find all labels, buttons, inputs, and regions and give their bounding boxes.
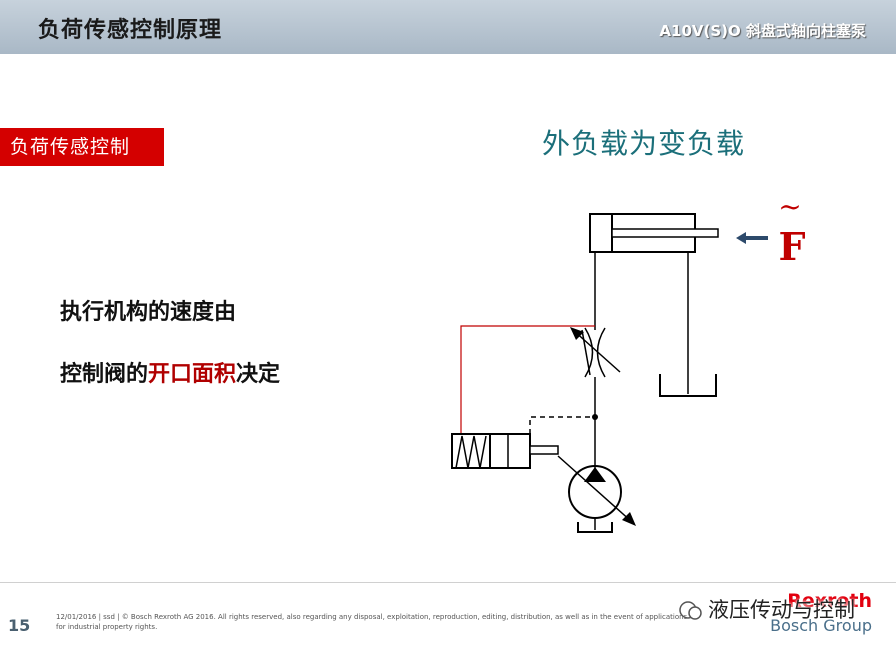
rexroth-logo: Rexroth [787, 590, 872, 612]
force-symbol: F [779, 224, 806, 269]
load-title: 外负载为变负载 [542, 127, 746, 160]
pilot-dashed-line [529, 416, 595, 434]
force-arrow-head [736, 232, 746, 244]
bosch-group-label: Bosch Group [770, 616, 872, 635]
throttle-adjust-arrow [572, 329, 621, 373]
watermark-text: 液压传动与控制 [708, 598, 855, 622]
valve-spring [455, 435, 487, 469]
body-line-1: 执行机构的速度由 [60, 299, 237, 325]
pump-triangle [584, 467, 606, 482]
line2-suffix: 决定 [236, 361, 281, 387]
throttle-arc-left [581, 329, 591, 376]
force-tilde: ~ [778, 190, 801, 223]
wechat-icon [679, 601, 702, 620]
product-name: A10V(S)O 斜盘式轴向柱塞泵 [659, 22, 866, 40]
cylinder-rod [611, 228, 719, 238]
tank-symbol-right [659, 374, 717, 397]
body-line-2: 控制阀的开口面积决定 [60, 356, 280, 388]
header-bar [0, 0, 896, 54]
legal-notice: 12/01/2016 | ssd | © Bosch Rexroth AG 20… [56, 613, 688, 631]
watermark: 液压传动与控制 [678, 594, 855, 624]
hydraulic-circuit-diagram: ~ F [451, 190, 806, 533]
section-tag: 负荷传感控制 [0, 128, 164, 166]
valve-stem [529, 445, 559, 455]
load-sensing-line [460, 325, 595, 434]
slide-title: 负荷传感控制原理 [38, 18, 223, 43]
pump-variable-arrow [557, 455, 633, 523]
line2-highlight: 开口面积 [148, 361, 237, 387]
page-number: 15 [8, 616, 31, 635]
throttle-curve-left [584, 327, 594, 378]
tank-symbol-pump [577, 522, 613, 533]
pump-arrow-head [622, 512, 636, 526]
line2-prefix: 控制阀的 [60, 361, 149, 387]
footer-rule [0, 582, 896, 583]
throttle-arrow-head [570, 327, 584, 340]
